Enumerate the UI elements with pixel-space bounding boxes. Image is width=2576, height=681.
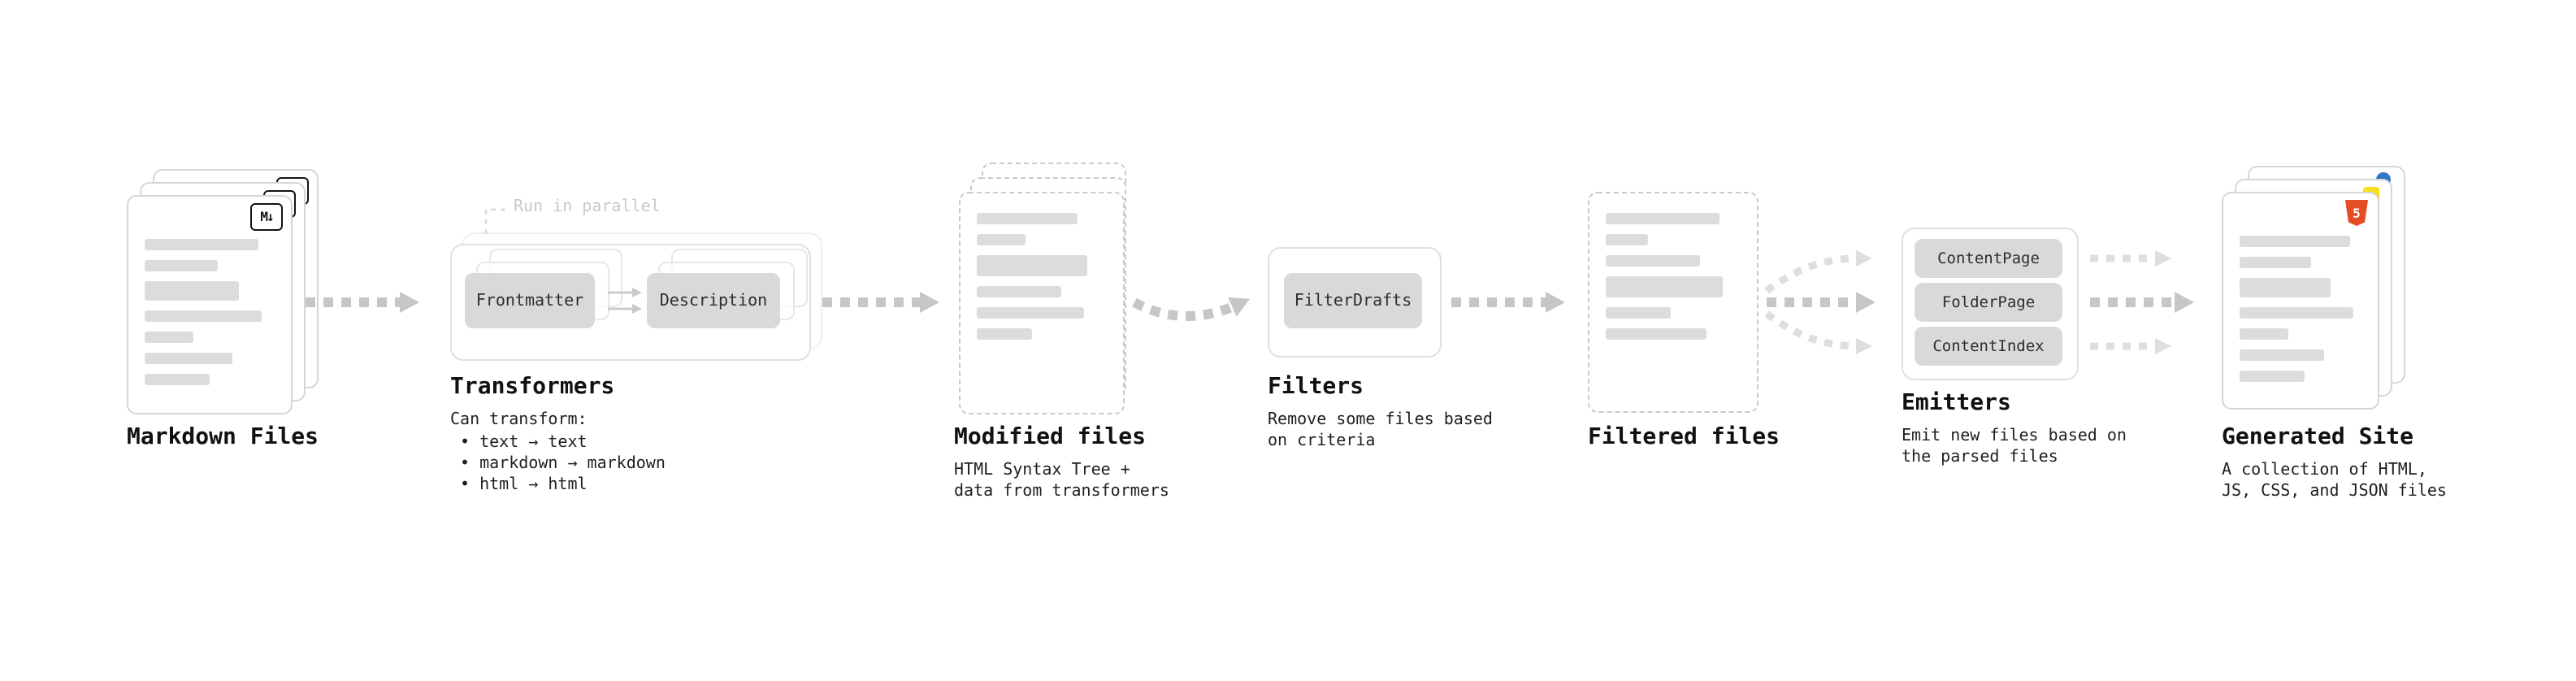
arrow-modified-to-filters — [1132, 297, 1251, 321]
modified-files-desc: HTML Syntax Tree + data from transformer… — [954, 462, 1169, 501]
filters-label: Filters — [1268, 374, 1364, 400]
file-content-bars — [1606, 213, 1737, 349]
emitters-label: Emitters — [1902, 390, 2011, 416]
markdown-files-label: Markdown Files — [127, 424, 319, 450]
transformers-bullet-3: • html → html — [460, 476, 588, 494]
filtered-file-card — [1588, 192, 1759, 413]
modified-files-label: Modified files — [954, 424, 1147, 450]
transformers-bullet-2: • markdown → markdown — [460, 455, 666, 473]
filtered-files-label: Filtered files — [1588, 424, 1780, 450]
generated-site-desc: A collection of HTML, JS, CSS, and JSON … — [2222, 462, 2447, 501]
emitter-contentpage-chip: ContentPage — [1915, 239, 2062, 278]
file-content-bars — [145, 239, 271, 395]
transformer-description-chip: Description — [647, 273, 780, 328]
emitter-folderpage-chip: FolderPage — [1915, 283, 2062, 322]
modified-file-card-front — [959, 192, 1125, 414]
file-content-bars — [977, 213, 1104, 349]
html5-icon: 5 — [2345, 200, 2368, 226]
filters-desc: Remove some files based on criteria — [1268, 411, 1493, 450]
site-file-card-front: 5 — [2222, 192, 2379, 410]
emitters-desc: Emit new files based on the parsed files — [1902, 427, 2127, 466]
transformers-bullet-1: • text → text — [460, 434, 588, 452]
emitter-contentindex-chip: ContentIndex — [1915, 327, 2062, 366]
filter-drafts-chip: FilterDrafts — [1284, 273, 1422, 328]
generated-site-label: Generated Site — [2222, 424, 2414, 450]
arrow-filtered-to-emitter-bottom — [1764, 310, 1872, 354]
markdown-file-card-front: M↓ — [127, 195, 293, 414]
file-content-bars — [2240, 236, 2358, 392]
arrow-filtered-to-emitter-top — [1764, 250, 1872, 294]
transformers-desc-title: Can transform: — [450, 411, 588, 429]
transformer-frontmatter-chip: Frontmatter — [465, 273, 595, 328]
transformers-label: Transformers — [450, 374, 615, 400]
run-in-parallel-callout: Run in parallel — [514, 198, 661, 216]
markdown-icon: M↓ — [250, 203, 283, 231]
